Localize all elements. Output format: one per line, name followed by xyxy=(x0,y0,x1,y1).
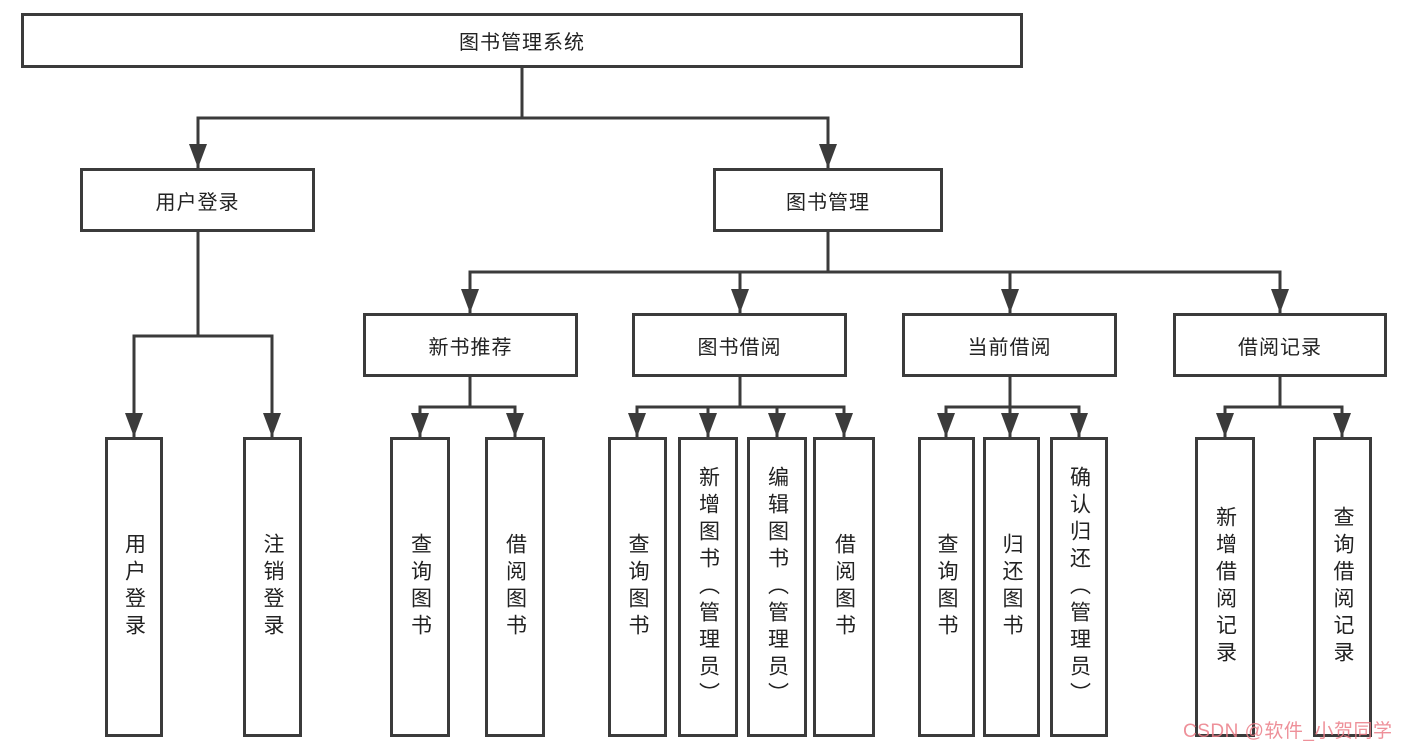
leaf-logout: 注销登录 xyxy=(243,437,302,737)
leaf-query-books-current: 查询图书 xyxy=(918,437,975,737)
leaf-query-borrow-record: 查询借阅记录 xyxy=(1313,437,1372,737)
leaf-edit-books-admin: 编辑图书（管理员） xyxy=(747,437,807,737)
leaf-edit-books-admin-label: 编辑图书（管理员） xyxy=(765,465,789,709)
leaf-borrow-books-borrow: 借阅图书 xyxy=(813,437,875,737)
leaf-return-books-label: 归还图书 xyxy=(1000,533,1023,641)
leaf-borrow-books-borrow-label: 借阅图书 xyxy=(832,533,856,641)
leaf-query-books-current-label: 查询图书 xyxy=(935,533,958,641)
node-user-login: 用户登录 xyxy=(80,168,315,232)
leaf-add-books-admin-label: 新增图书（管理员） xyxy=(696,465,720,709)
leaf-query-borrow-record-label: 查询借阅记录 xyxy=(1331,506,1354,668)
leaf-confirm-return-admin-label: 确认归还（管理员） xyxy=(1067,465,1091,709)
leaf-add-books-admin: 新增图书（管理员） xyxy=(678,437,738,737)
node-book-management: 图书管理 xyxy=(713,168,943,232)
node-current-borrowing: 当前借阅 xyxy=(902,313,1117,377)
leaf-borrow-books-newbook-label: 借阅图书 xyxy=(503,533,527,641)
leaf-query-books-newbook: 查询图书 xyxy=(390,437,450,737)
leaf-borrow-books-newbook: 借阅图书 xyxy=(485,437,545,737)
leaf-return-books: 归还图书 xyxy=(983,437,1040,737)
csdn-watermark: CSDN @软件_小贺同学 xyxy=(1183,721,1393,742)
leaf-confirm-return-admin: 确认归还（管理员） xyxy=(1050,437,1108,737)
leaf-query-books-borrow-label: 查询图书 xyxy=(626,533,649,641)
leaf-add-borrow-record: 新增借阅记录 xyxy=(1195,437,1255,737)
node-book-borrowing: 图书借阅 xyxy=(632,313,847,377)
node-new-book-recommendation: 新书推荐 xyxy=(363,313,578,377)
leaf-user-login: 用户登录 xyxy=(105,437,163,737)
leaf-query-books-newbook-label: 查询图书 xyxy=(408,533,432,641)
leaf-add-borrow-record-label: 新增借阅记录 xyxy=(1213,506,1237,668)
leaf-logout-label: 注销登录 xyxy=(261,533,284,641)
leaf-query-books-borrow: 查询图书 xyxy=(608,437,667,737)
node-borrowing-records: 借阅记录 xyxy=(1173,313,1387,377)
leaf-user-login-label: 用户登录 xyxy=(122,533,146,641)
node-root-system: 图书管理系统 xyxy=(21,13,1023,68)
